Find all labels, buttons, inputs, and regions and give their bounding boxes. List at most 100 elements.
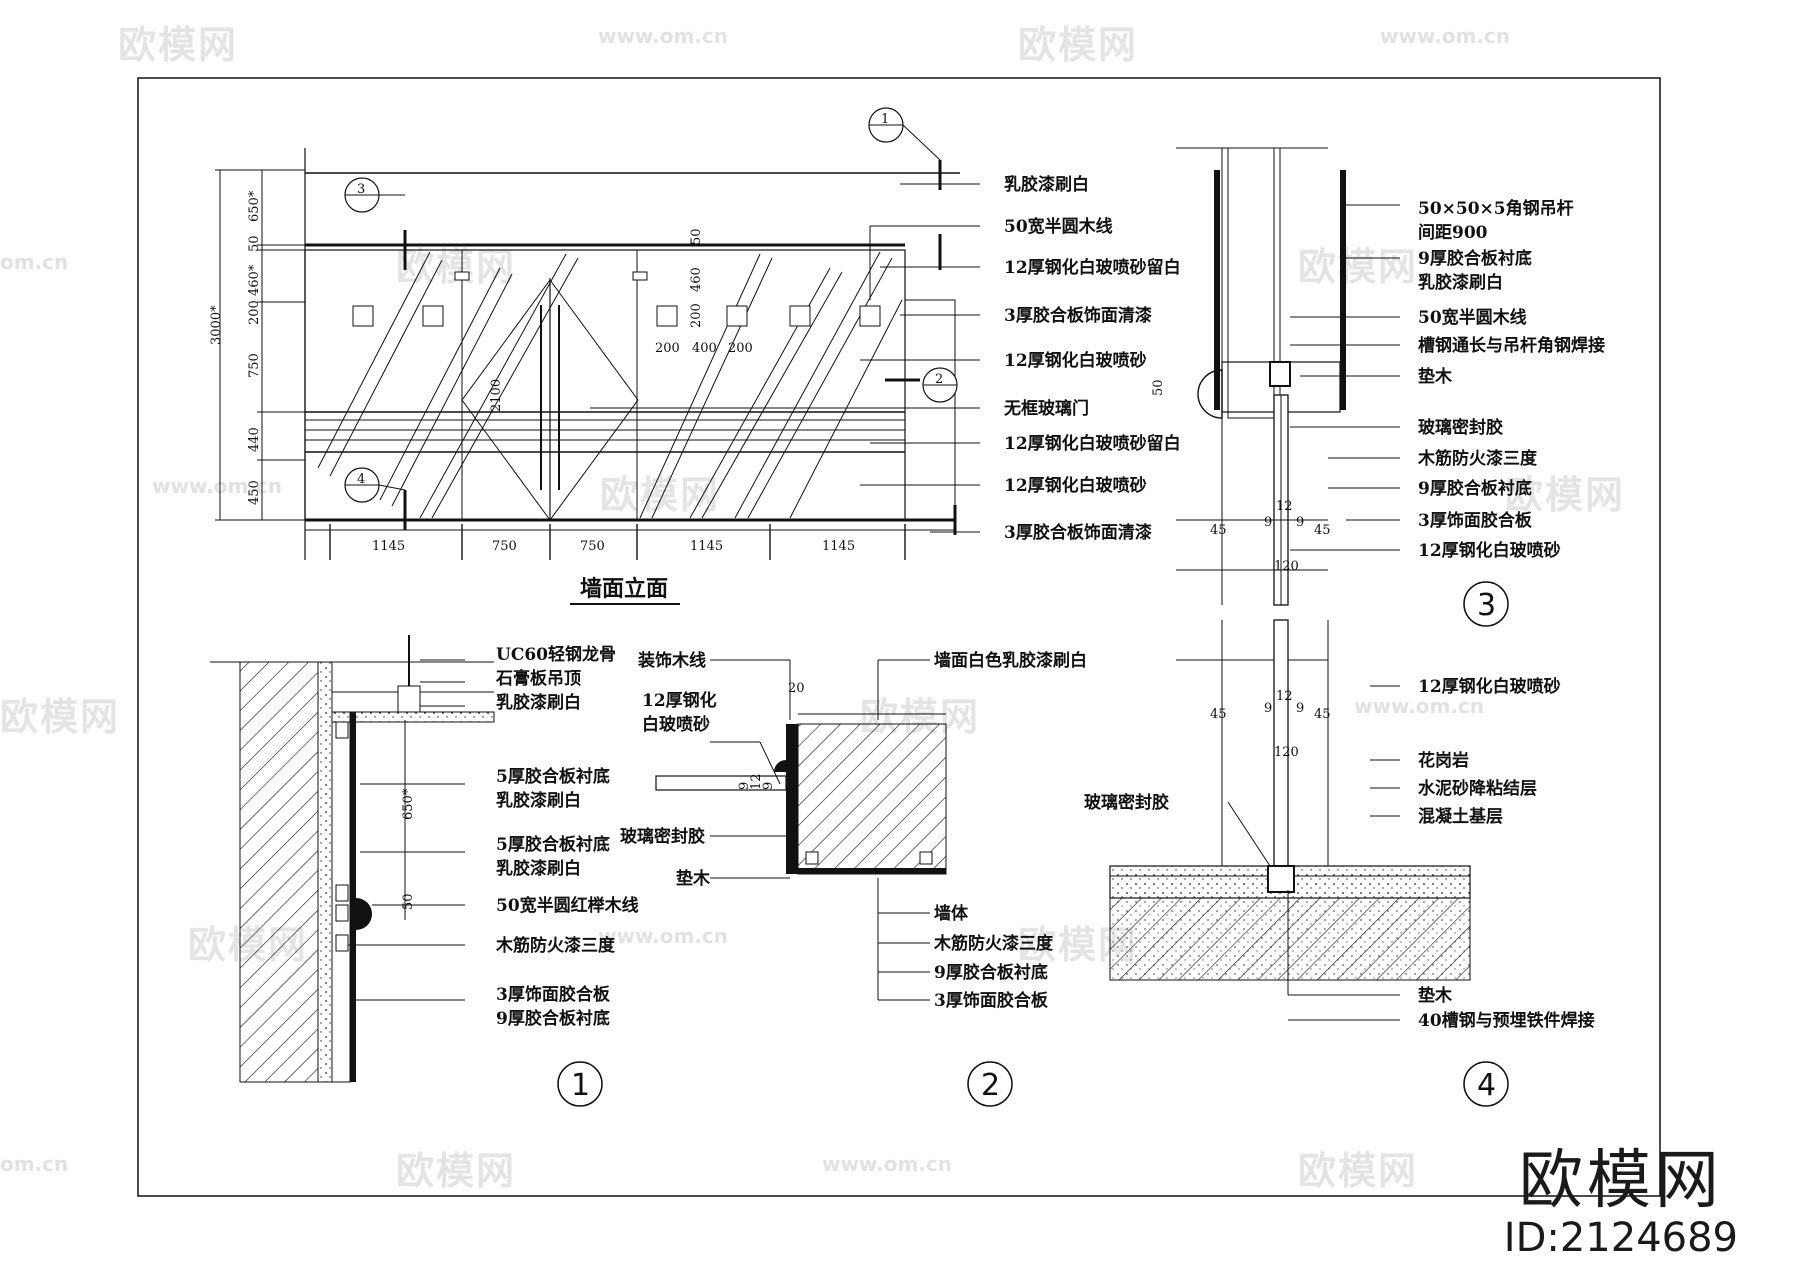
detail-4-label: 40槽钢与预埋铁件焊接 <box>1418 1010 1595 1031</box>
detail-4-dim: 9 <box>1296 701 1304 716</box>
detail-1-label: 乳胶漆刷白 <box>496 692 581 713</box>
watermark-brand: 欧模网 <box>600 473 721 517</box>
watermark-url: www.om.cn <box>598 24 729 48</box>
detail-3-label: 槽钢通长与吊杆角钢焊接 <box>1418 335 1605 356</box>
section-marker: 4 <box>357 472 365 487</box>
detail-1-label: 3厚饰面胶合板 <box>496 984 611 1005</box>
detail-3-label: 9厚胶合板衬底 <box>1418 248 1532 269</box>
detail-3-label: 间距900 <box>1418 222 1488 243</box>
detail-2-label: 垫木 <box>676 868 711 889</box>
detail-4-dim: 12 <box>1276 689 1293 704</box>
elev-label: 12厚钢化白玻喷砂留白 <box>1004 257 1181 278</box>
watermark-brand: 欧模网 <box>1018 23 1139 67</box>
elev-width-dim: 750 <box>580 539 605 554</box>
section-marker: 2 <box>935 372 943 387</box>
detail-3-section <box>1176 147 1509 627</box>
watermark-brand: 欧模网 <box>396 245 517 289</box>
wall-elevation <box>215 107 980 560</box>
detail-1-label: 乳胶漆刷白 <box>496 858 581 879</box>
detail-2-label: 9厚胶合板衬底 <box>934 962 1048 983</box>
detail-4-label: 12厚钢化白玻喷砂 <box>1418 676 1561 697</box>
detail-3-label: 垫木 <box>1418 366 1453 387</box>
detail-3-dim: 50 <box>1151 379 1166 396</box>
elev-width-dim: 750 <box>492 539 517 554</box>
elev-inner-dim: 50 <box>689 228 704 245</box>
elev-height-dim: 200 <box>247 300 262 325</box>
detail-2-number: 2 <box>981 1068 1000 1103</box>
elev-height-dim: 50 <box>247 235 262 252</box>
detail-4-label: 花岗岩 <box>1418 750 1469 771</box>
watermark-url: www.om.cn <box>598 924 729 948</box>
detail-3-dim: 45 <box>1314 523 1331 538</box>
detail-3-label: 3厚饰面胶合板 <box>1418 510 1533 531</box>
detail-2-label: 木筋防火漆三度 <box>933 933 1054 954</box>
detail-4-dim: 45 <box>1210 707 1227 722</box>
elev-height-dim: 650* <box>247 190 262 222</box>
watermark-brand: 欧模网 <box>1505 473 1626 517</box>
elev-width-dim: 1145 <box>372 539 405 554</box>
elevation-title: 墙面立面 <box>580 576 668 602</box>
detail-2-label: 墙体 <box>934 903 969 924</box>
detail-3-label: 木筋防火漆三度 <box>1417 448 1538 469</box>
detail-1-section <box>210 635 603 1107</box>
detail-1-label: 9厚胶合板衬底 <box>496 1008 610 1029</box>
elev-label: 3厚胶合板饰面清漆 <box>1004 522 1152 543</box>
elev-height-dim: 750 <box>247 353 262 378</box>
detail-3-dim: 45 <box>1210 523 1227 538</box>
detail-2-label: 12厚钢化 <box>642 690 717 711</box>
detail-3-number: 3 <box>1477 588 1496 623</box>
detail-3-dim: 120 <box>1274 559 1299 574</box>
detail-2-section <box>655 659 1013 1107</box>
detail-1-label: UC60轻钢龙骨 <box>496 644 616 665</box>
brand-name: 欧模网 <box>1518 1143 1723 1218</box>
elev-label: 12厚钢化白玻喷砂 <box>1004 350 1147 371</box>
elev-label: 乳胶漆刷白 <box>1004 174 1089 195</box>
watermark-brand: 欧模网 <box>1298 1149 1419 1193</box>
detail-2-label: 3厚饰面胶合板 <box>934 990 1049 1011</box>
detail-3-label: 玻璃密封胶 <box>1418 417 1503 438</box>
watermark-url: www.om.cn <box>152 474 283 498</box>
detail-3-dim: 12 <box>1276 499 1293 514</box>
watermark-url: www.om.cn <box>1380 24 1511 48</box>
detail-1-label: 50宽半圆红榉木线 <box>496 895 639 916</box>
detail-4-label: 垫木 <box>1418 985 1453 1006</box>
section-marker: 3 <box>357 182 365 197</box>
elev-label: 3厚胶合板饰面清漆 <box>1004 305 1152 326</box>
detail-2-dim: 9 <box>737 782 752 790</box>
elev-label: 50宽半圆木线 <box>1004 216 1113 237</box>
watermark-url: om.cn <box>0 1152 69 1176</box>
detail-3-dim: 9 <box>1264 515 1272 530</box>
watermark-brand: 欧模网 <box>1298 245 1419 289</box>
detail-3-label: 12厚钢化白玻喷砂 <box>1418 540 1561 561</box>
detail-4-dim: 120 <box>1274 745 1299 760</box>
watermark-url: www.om.cn <box>822 1152 953 1176</box>
detail-1-label: 乳胶漆刷白 <box>496 790 581 811</box>
section-marker: 1 <box>881 112 889 127</box>
watermark-url: om.cn <box>0 250 69 274</box>
detail-1-label: 5厚胶合板衬底 <box>496 834 610 855</box>
elev-total-height: 3000* <box>209 305 224 345</box>
elev-height-dim: 450 <box>247 480 262 505</box>
detail-4-dim: 45 <box>1314 707 1331 722</box>
detail-4-label: 水泥砂降粘结层 <box>1418 778 1537 799</box>
detail-2-dim: 12 <box>749 773 764 790</box>
watermark-brand: 欧模网 <box>396 1149 517 1193</box>
elev-inner-dim: 200 <box>728 341 753 356</box>
detail-2-dim: 9 <box>761 782 776 790</box>
elev-height-dim: 460* <box>247 264 262 296</box>
elev-inner-dim: 400 <box>692 341 717 356</box>
detail-2-label: 玻璃密封胶 <box>620 826 705 847</box>
detail-1-dim: 650* <box>401 788 416 820</box>
elev-inner-dim: 460 <box>689 267 704 292</box>
detail-3-label: 50宽半圆木线 <box>1418 307 1527 328</box>
detail-4-dim: 9 <box>1264 701 1272 716</box>
elev-label: 12厚钢化白玻喷砂 <box>1004 475 1147 496</box>
brand-badge: 欧模网 ID:2124689 <box>1504 1143 1738 1260</box>
watermark-brand: 欧模网 <box>118 23 239 67</box>
elev-inner-dim: 200 <box>655 341 680 356</box>
elev-label: 12厚钢化白玻喷砂留白 <box>1004 433 1181 454</box>
elev-width-dim: 1145 <box>690 539 723 554</box>
detail-2-label: 白玻喷砂 <box>642 714 710 735</box>
detail-4-label: 混凝土基层 <box>1418 806 1503 827</box>
